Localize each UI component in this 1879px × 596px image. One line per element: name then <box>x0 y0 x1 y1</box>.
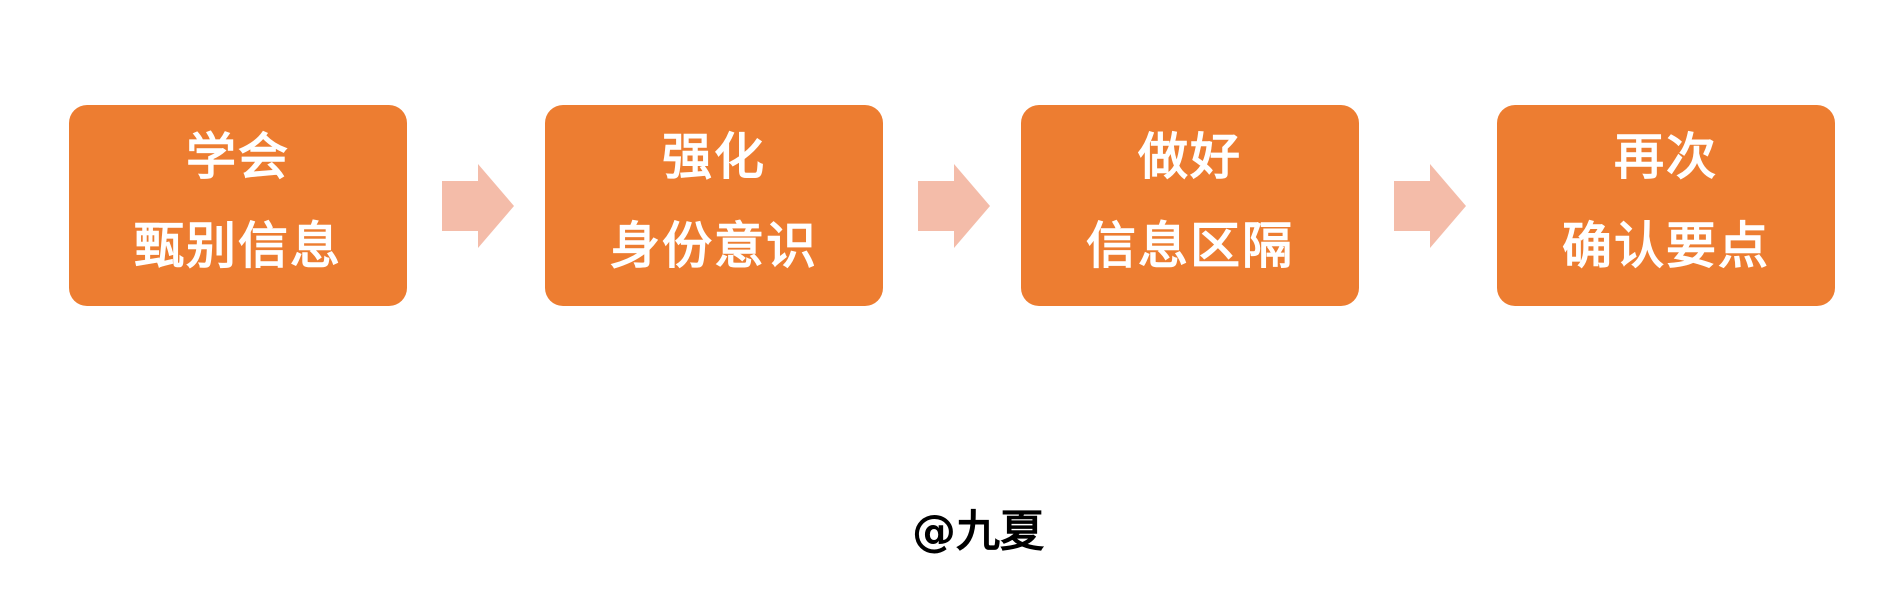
step-title: 学会 <box>186 128 290 186</box>
step-box-3: 做好 信息区隔 <box>1021 105 1359 306</box>
watermark: @九夏 <box>912 506 1044 557</box>
step-subtitle: 身份意识 <box>610 217 818 275</box>
right-arrow-icon <box>1394 164 1466 248</box>
step-subtitle: 甄别信息 <box>134 217 342 275</box>
step-subtitle: 确认要点 <box>1562 217 1770 275</box>
step-box-1: 学会 甄别信息 <box>69 105 407 306</box>
step-title: 强化 <box>662 128 766 186</box>
right-arrow-icon <box>442 164 514 248</box>
step-box-2: 强化 身份意识 <box>545 105 883 306</box>
right-arrow-icon <box>918 164 990 248</box>
step-title: 再次 <box>1614 128 1718 186</box>
step-title: 做好 <box>1138 128 1242 186</box>
step-box-4: 再次 确认要点 <box>1497 105 1835 306</box>
step-subtitle: 信息区隔 <box>1086 217 1294 275</box>
